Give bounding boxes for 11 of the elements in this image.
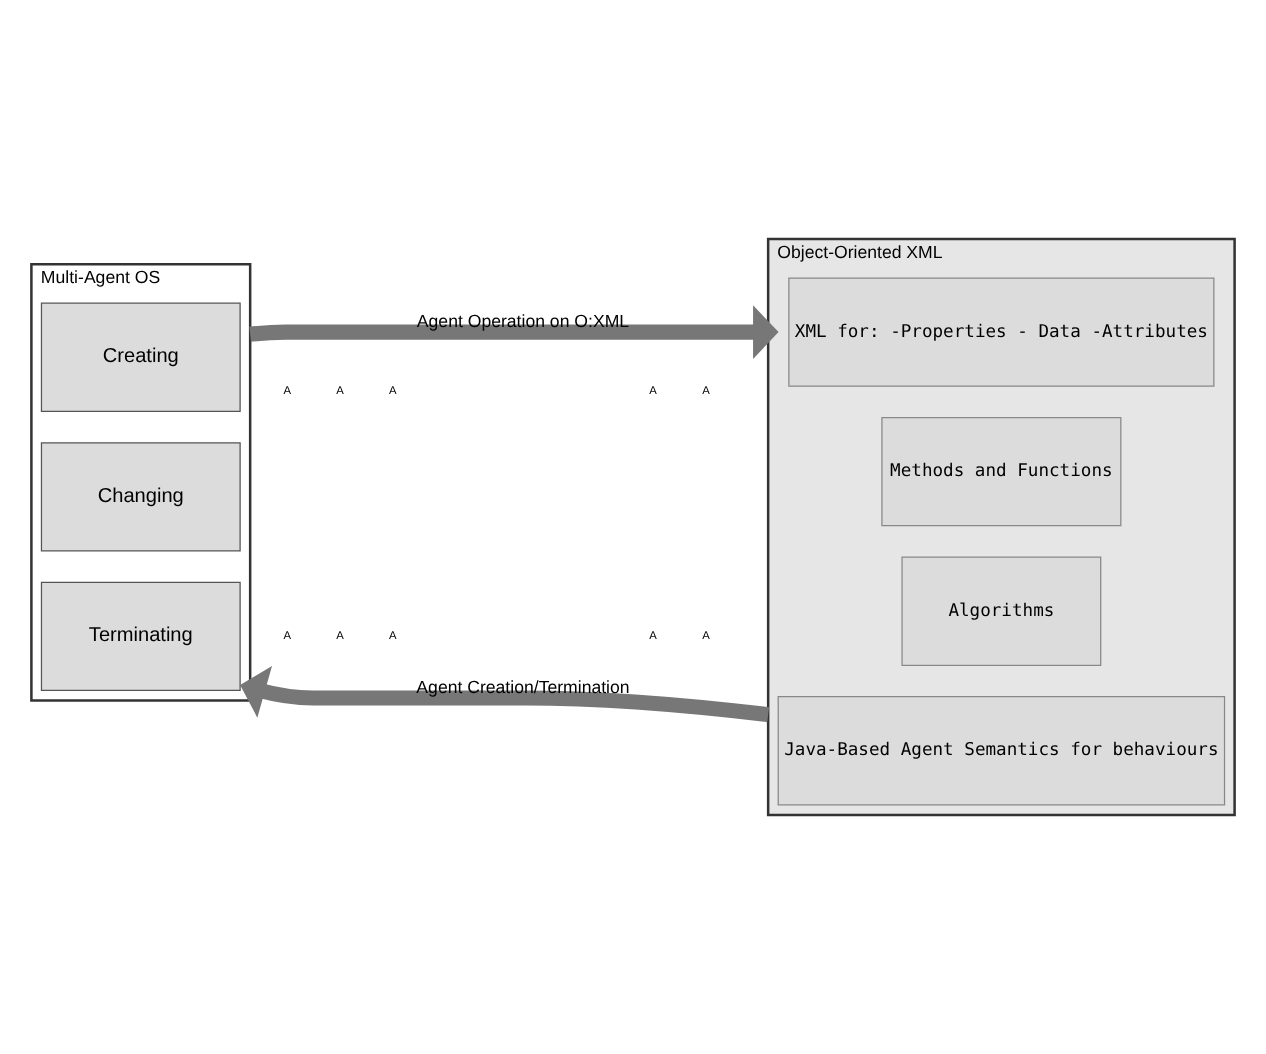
node-box: Java-Based Agent Semantics for behaviours <box>777 696 1226 806</box>
arrow <box>249 305 779 359</box>
node-box: Terminating <box>40 581 241 692</box>
arrow <box>240 666 770 723</box>
node-box: XML for: -Properties - Data -Attributes <box>788 277 1215 387</box>
node-box: Changing <box>40 442 241 552</box>
node-box: Algorithms <box>901 556 1102 666</box>
node-box: Creating <box>40 302 241 412</box>
node-box: Methods and Functions <box>881 417 1122 527</box>
edge-label: Agent Operation on O:XML <box>416 311 630 332</box>
edge-label: Agent Creation/Termination <box>416 677 630 698</box>
